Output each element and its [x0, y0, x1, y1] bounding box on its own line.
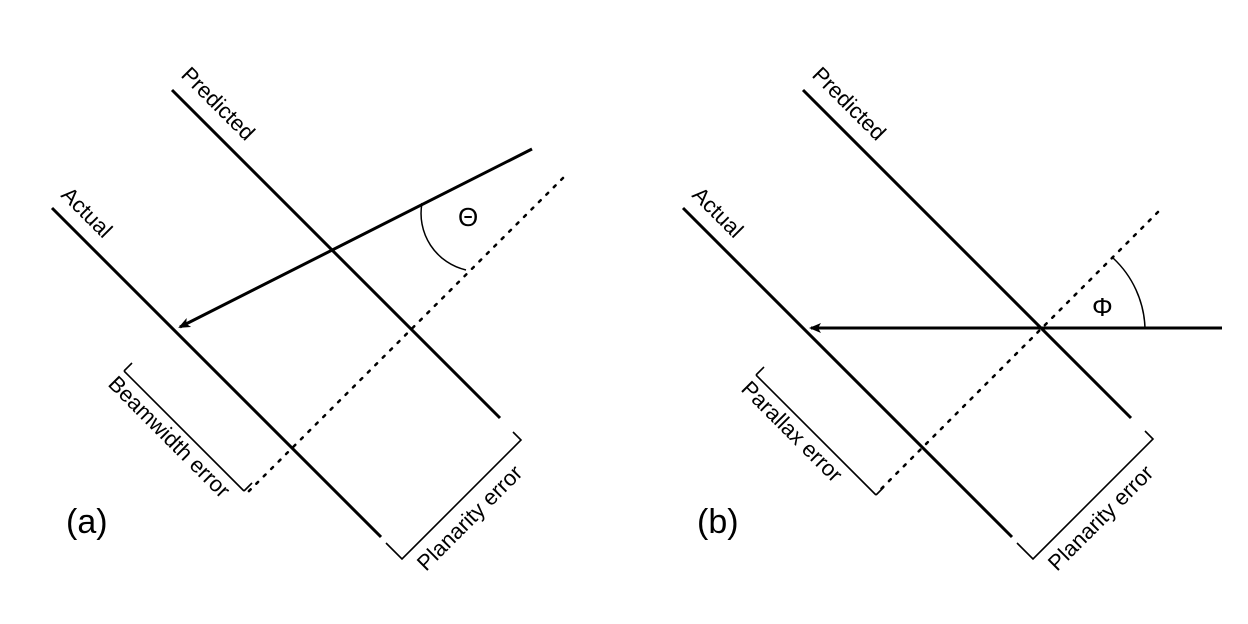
angle-symbol-theta: Θ: [458, 202, 478, 232]
actual-label: Actual: [56, 182, 117, 243]
panel-letter-a: (a): [66, 503, 108, 541]
beamwidth-error-label: Beamwidth error: [103, 371, 235, 503]
reference-dotted-line: [244, 176, 565, 496]
planarity-error-bracket: [1016, 430, 1155, 561]
panel-a: Predicted Actual Θ Beamwidth error Plana…: [50, 62, 565, 576]
actual-label: Actual: [687, 182, 748, 243]
panel-b: Predicted Actual Φ Parallax error Planar…: [681, 62, 1222, 576]
predicted-label: Predicted: [807, 62, 890, 145]
angle-arc: [420, 202, 467, 271]
predicted-plane-line: [801, 88, 1133, 420]
angle-arc: [1112, 257, 1146, 329]
planarity-error-label: Planarity error: [1043, 460, 1158, 575]
parallax-error-label: Parallax error: [736, 376, 847, 487]
incident-ray-arrow: [178, 147, 533, 329]
panel-letter-b: (b): [697, 503, 739, 541]
angle-symbol-phi: Φ: [1092, 292, 1113, 322]
reference-dotted-line: [876, 210, 1160, 494]
parallax-error-bracket: [755, 366, 885, 496]
beamwidth-error-bracket: [123, 362, 253, 492]
predicted-plane-line: [170, 88, 502, 420]
planarity-error-label: Planarity error: [412, 460, 527, 575]
planarity-error-bracket: [385, 431, 523, 561]
actual-plane-line: [681, 206, 1014, 539]
predicted-label: Predicted: [176, 62, 259, 145]
actual-plane-line: [50, 206, 383, 539]
